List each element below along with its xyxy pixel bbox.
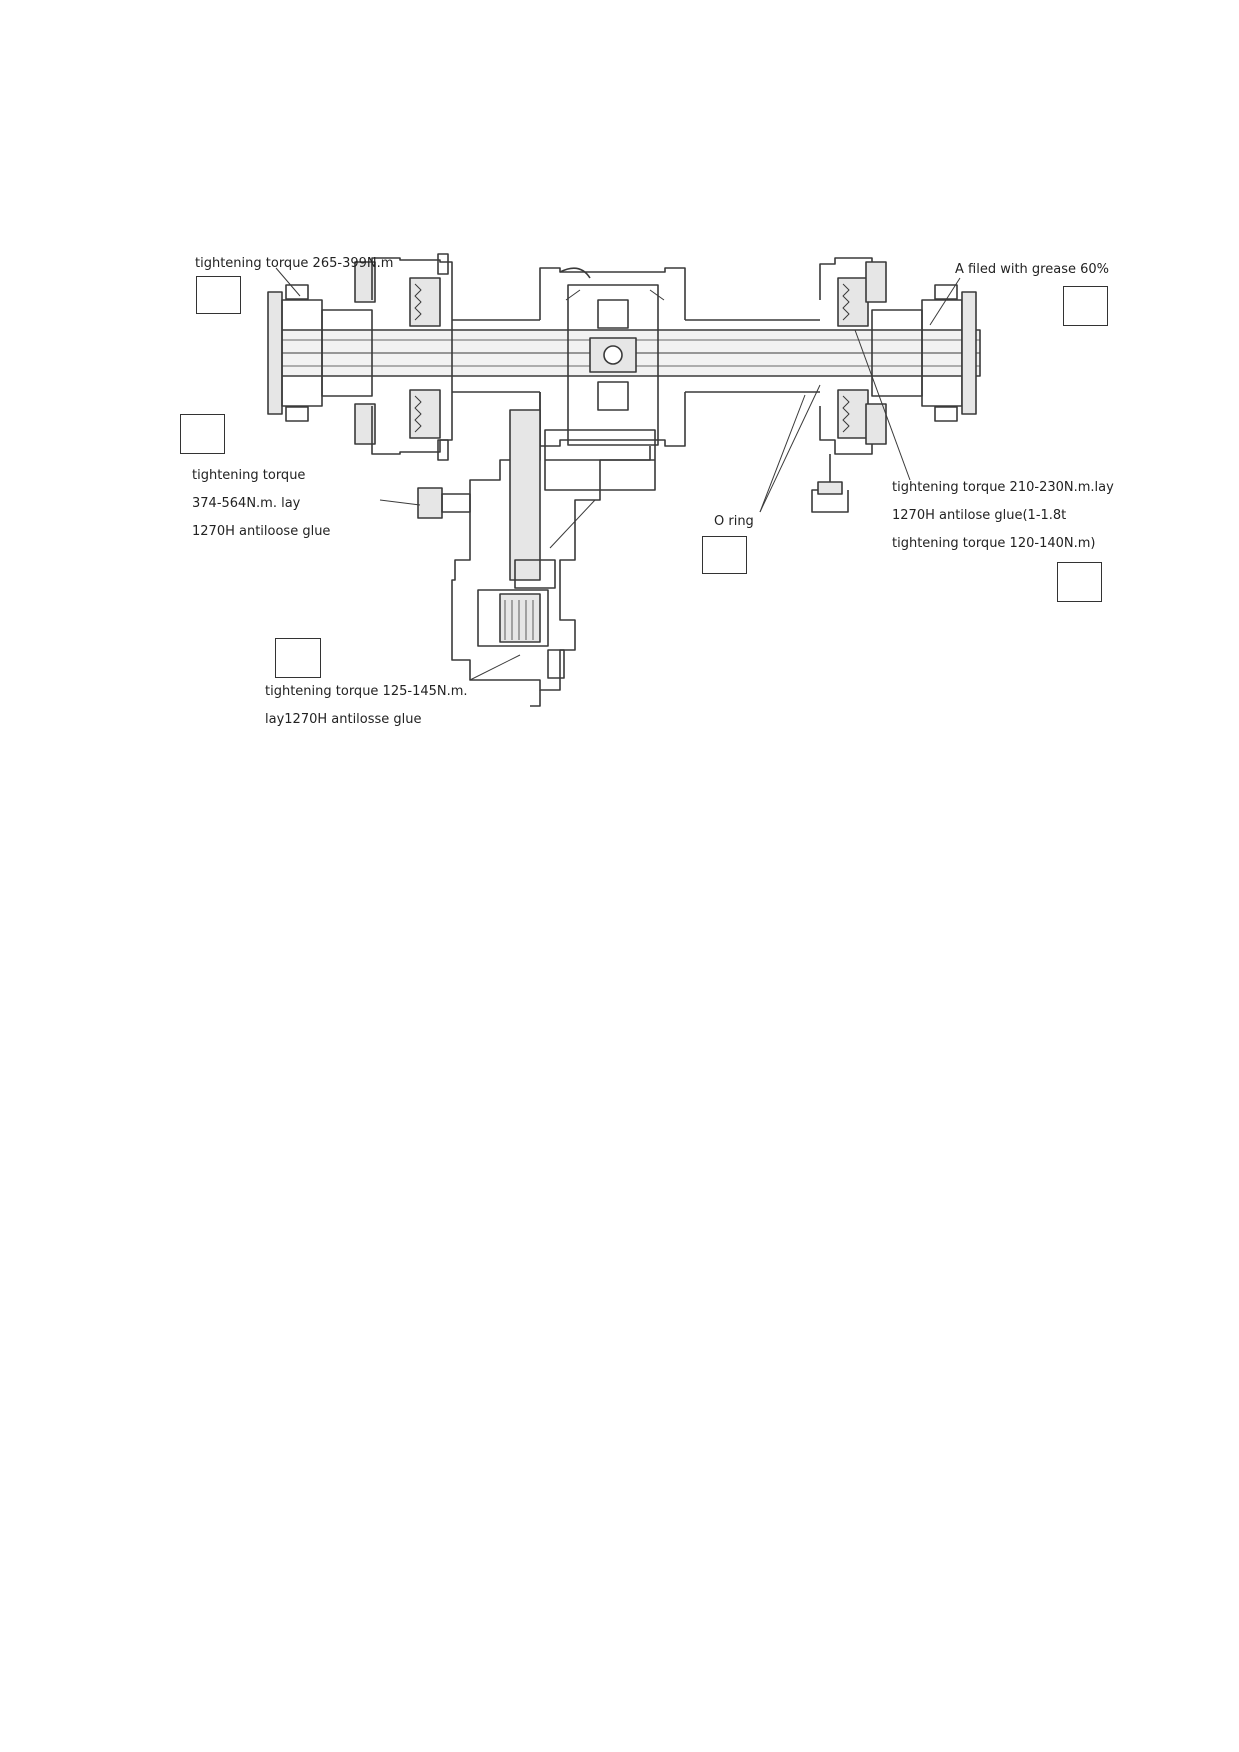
callout-housing-bolt: tightening torque 374-564N.m. lay 1270H … xyxy=(192,462,330,546)
reference-box xyxy=(1057,562,1102,602)
left-brake-housing xyxy=(371,253,540,461)
differential-housing xyxy=(539,267,686,447)
callout-line: tightening torque xyxy=(192,468,306,483)
callout-line: tightening torque 265-399N.m xyxy=(195,256,394,271)
callout-line: O ring xyxy=(714,514,754,529)
callout-grease: A filed with grease 60% xyxy=(955,256,1109,284)
callout-line: tightening torque 210-230N.m.lay xyxy=(892,480,1114,495)
callout-motor-bolt: tightening torque 125-145N.m. lay1270H a… xyxy=(265,678,468,734)
callout-line: lay1270H antilosse glue xyxy=(265,712,422,727)
right-hub xyxy=(865,261,977,445)
callout-hub-bolt: tightening torque 265-399N.m xyxy=(195,250,393,278)
reference-box xyxy=(1063,286,1108,326)
motor-bracket xyxy=(417,487,471,519)
leader-lines xyxy=(275,267,961,681)
reference-box xyxy=(180,414,225,454)
callout-brake-bolt: tightening torque 210-230N.m.lay 1270H a… xyxy=(892,474,1114,558)
callout-line: tightening torque 125-145N.m. xyxy=(265,684,468,699)
right-brake-mount xyxy=(811,454,849,513)
left-hub xyxy=(267,261,376,445)
callout-o-ring: O ring xyxy=(714,508,754,536)
callout-line: tightening torque 120-140N.m) xyxy=(892,536,1096,551)
callout-line: 374-564N.m. lay xyxy=(192,496,301,511)
callout-line: 1270H antilose glue(1-1.8t xyxy=(892,508,1067,523)
callout-line: 1270H antiloose glue xyxy=(192,524,331,539)
right-side-housing xyxy=(685,257,873,455)
reduction-gearbox xyxy=(451,392,656,707)
reference-box xyxy=(702,536,747,574)
reference-box xyxy=(196,276,241,314)
reference-box xyxy=(275,638,321,678)
callout-line: A filed with grease 60% xyxy=(955,262,1109,277)
